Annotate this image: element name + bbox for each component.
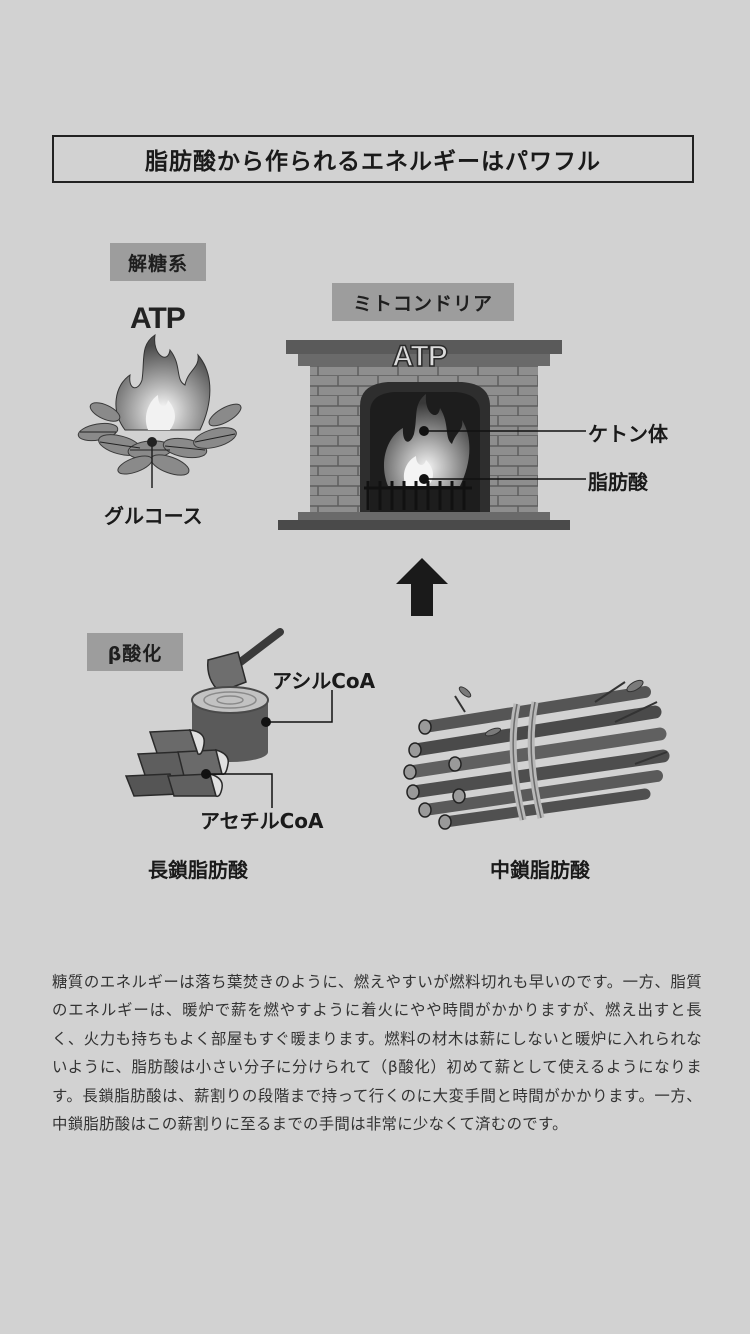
ketone-body-label: ケトン体 xyxy=(588,422,668,446)
mitochondria-tag: ミトコンドリア xyxy=(332,283,514,321)
long-chain-fatty-acid-label: 長鎖脂肪酸 xyxy=(148,858,248,882)
glycolysis-tag: 解糖系 xyxy=(110,243,206,281)
beta-oxidation-tag: β酸化 xyxy=(87,633,183,671)
fatty-acid-label: 脂肪酸 xyxy=(588,470,648,494)
medium-chain-fatty-acid-label: 中鎖脂肪酸 xyxy=(490,858,590,882)
chopped-wood-illustration xyxy=(124,628,333,808)
page-title: 脂肪酸から作られるエネルギーはパワフル xyxy=(52,135,694,183)
campfire-illustration xyxy=(77,333,242,488)
atp-fireplace-label: ATP xyxy=(391,339,448,374)
glucose-label: グルコース xyxy=(104,504,203,528)
acyl-coa-label: アシルCoA xyxy=(272,669,376,693)
up-arrow-icon xyxy=(396,558,448,616)
firewood-bundle-illustration xyxy=(403,679,670,830)
acetyl-coa-label: アセチルCoA xyxy=(200,809,324,833)
description-paragraph: 糖質のエネルギーは落ち葉焚きのように、燃えやすいが燃料切れも早いのです。一方、脂… xyxy=(52,973,702,1134)
fireplace-illustration xyxy=(278,340,586,530)
atp-campfire-label: ATP xyxy=(130,302,186,335)
